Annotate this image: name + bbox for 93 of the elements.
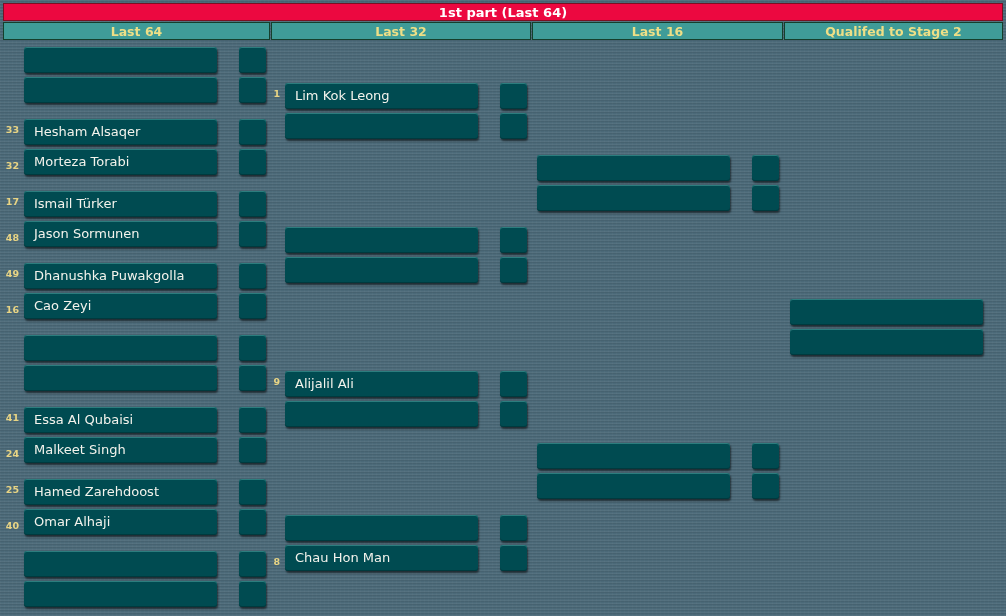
player-slot: [285, 257, 478, 283]
score-slot: [239, 191, 266, 217]
player-slot: [285, 401, 478, 427]
score-slot: [752, 473, 779, 499]
player-slot: [285, 371, 478, 397]
title-text: 1st part (Last 64): [438, 4, 568, 20]
player-slot: [285, 83, 478, 109]
seed-number: 24: [5, 448, 19, 459]
player-slot: [24, 191, 217, 217]
column-title: Qualifed to Stage 2: [825, 23, 962, 39]
seed-number: 41: [5, 412, 19, 423]
score-slot: [239, 365, 266, 391]
score-slot: [239, 407, 266, 433]
player-slot: [24, 221, 217, 247]
column-header-bar: [784, 22, 1003, 40]
player-name: Ismail Türker: [34, 196, 117, 212]
player-name: Omar Alhaji: [34, 514, 111, 530]
score-slot: [239, 77, 266, 103]
player-name: Chau Hon Man: [295, 550, 391, 566]
player-slot: [24, 509, 217, 535]
column-title: Last 32: [375, 23, 427, 39]
column-title: Last 64: [110, 23, 163, 39]
seed-number: 1: [273, 88, 280, 99]
score-slot: [239, 509, 266, 535]
score-slot: [239, 551, 266, 577]
score-slot: [752, 155, 779, 181]
score-slot: [500, 83, 527, 109]
player-slot: [285, 515, 478, 541]
score-slot: [239, 293, 266, 319]
score-slot: [500, 227, 527, 253]
seed-number: 8: [273, 556, 280, 567]
seed-number: 17: [5, 196, 19, 207]
player-name: Jason Sormunen: [34, 226, 140, 242]
score-slot: [239, 437, 266, 463]
score-slot: [239, 335, 266, 361]
score-slot: [500, 371, 527, 397]
player-name: Lim Kok Leong: [295, 88, 390, 104]
player-slot: [24, 149, 217, 175]
score-slot: [239, 47, 266, 73]
seed-number: 16: [5, 304, 19, 315]
player-name: Morteza Torabi: [34, 154, 130, 170]
score-slot: [239, 263, 266, 289]
score-slot: [500, 545, 527, 571]
seed-number: 49: [5, 268, 19, 279]
player-name: Alijalil Ali: [295, 376, 354, 392]
player-slot: [24, 479, 217, 505]
column-header-bar: [271, 22, 531, 40]
seed-number: 32: [5, 160, 19, 171]
score-slot: [752, 443, 779, 469]
seed-number: 48: [5, 232, 19, 243]
player-slot: [24, 119, 217, 145]
score-slot: [500, 113, 527, 139]
score-slot: [239, 479, 266, 505]
player-name: Hamed Zarehdoost: [34, 484, 159, 500]
player-slot: [790, 299, 983, 325]
player-slot: [537, 155, 730, 181]
seed-number: 40: [5, 520, 19, 531]
player-slot: [537, 473, 730, 499]
player-slot: [790, 329, 983, 355]
score-slot: [239, 581, 266, 607]
column-header-bar: [3, 22, 270, 40]
score-slot: [239, 119, 266, 145]
player-name: Hesham Alsaqer: [34, 124, 141, 140]
player-slot: [24, 77, 217, 103]
player-slot: [24, 47, 217, 73]
player-name: Essa Al Qubaisi: [34, 412, 134, 428]
score-slot: [500, 401, 527, 427]
player-name: Dhanushka Puwakgolla: [34, 268, 185, 284]
score-slot: [239, 149, 266, 175]
player-slot: [24, 437, 217, 463]
player-slot: [285, 545, 478, 571]
player-slot: [24, 551, 217, 577]
seed-number: 33: [5, 124, 19, 135]
seed-number: 25: [5, 484, 19, 495]
player-slot: [285, 113, 478, 139]
player-slot: [24, 581, 217, 607]
score-slot: [752, 185, 779, 211]
player-slot: [24, 263, 217, 289]
player-slot: [285, 227, 478, 253]
score-slot: [239, 221, 266, 247]
seed-number: 9: [273, 376, 280, 387]
player-slot: [24, 407, 217, 433]
player-slot: [24, 365, 217, 391]
player-name: Cao Zeyi: [34, 298, 92, 314]
score-slot: [500, 257, 527, 283]
player-slot: [24, 293, 217, 319]
column-title: Last 16: [631, 23, 684, 39]
column-header-bar: [532, 22, 783, 40]
score-slot: [500, 515, 527, 541]
player-slot: [537, 185, 730, 211]
player-slot: [24, 335, 217, 361]
player-name: Malkeet Singh: [34, 442, 126, 458]
player-slot: [537, 443, 730, 469]
